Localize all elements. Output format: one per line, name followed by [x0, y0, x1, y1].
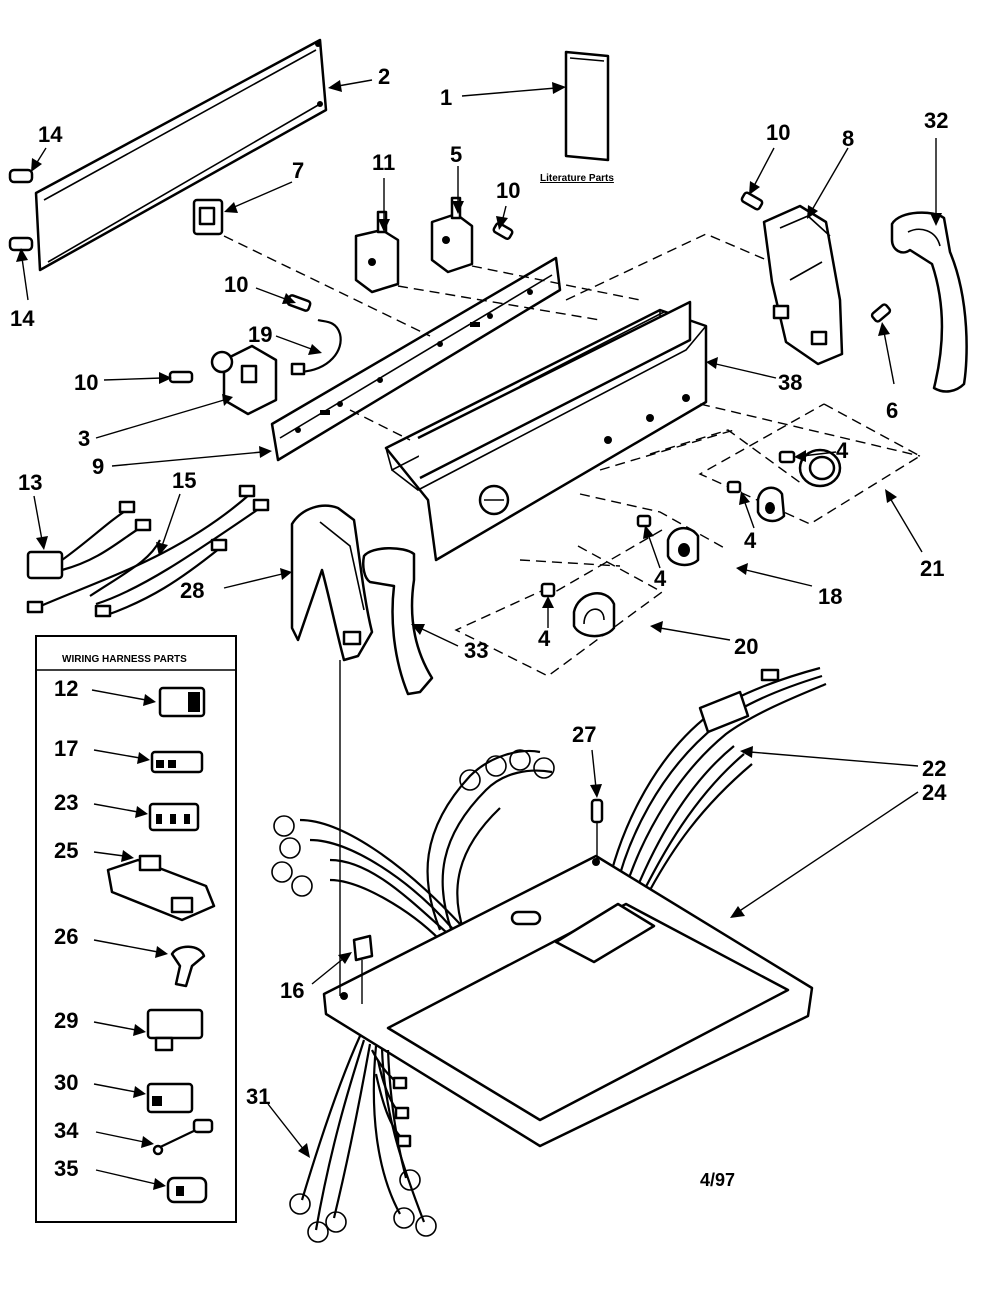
label-4-mid-right: 4 — [744, 528, 757, 553]
label-32: 32 — [924, 108, 948, 133]
label-10-top: 10 — [496, 178, 520, 203]
wiring-item-25: 25 — [54, 838, 78, 863]
label-16: 16 — [280, 978, 304, 1003]
label-15: 15 — [172, 468, 196, 493]
label-14-lower: 14 — [10, 306, 35, 331]
label-19: 19 — [248, 322, 272, 347]
wire-harness-13 — [26, 500, 152, 580]
console-end-bracket-8 — [762, 204, 844, 366]
label-5: 5 — [450, 142, 462, 167]
clip-16 — [352, 934, 374, 1004]
knob-21 — [798, 448, 842, 488]
knob-middle — [666, 527, 700, 567]
literature-parts — [564, 50, 610, 162]
wiring-item-26: 26 — [54, 924, 78, 949]
literature-caption: Literature Parts — [540, 173, 614, 184]
control-bracket-9 — [270, 256, 562, 462]
label-10-mid: 10 — [224, 272, 248, 297]
screw-27 — [590, 798, 604, 860]
label-27: 27 — [572, 722, 596, 747]
label-9: 9 — [92, 454, 104, 479]
door-switch-7 — [192, 198, 224, 236]
control-console-38 — [384, 300, 708, 562]
label-7: 7 — [292, 158, 304, 183]
top-panel-24 — [322, 854, 814, 1148]
knob-18 — [756, 486, 786, 523]
label-18: 18 — [818, 584, 842, 609]
label-33: 33 — [464, 638, 488, 663]
label-20: 20 — [734, 634, 758, 659]
label-4-bottom: 4 — [538, 626, 551, 651]
leader-arrows — [16, 79, 942, 1190]
label-28: 28 — [180, 578, 204, 603]
wire-harness-31 — [289, 1035, 437, 1243]
timer-3 — [210, 344, 278, 416]
switch-5 — [430, 196, 474, 274]
label-14-upper: 14 — [38, 122, 63, 147]
wiring-box-parts — [106, 686, 216, 1204]
label-38: 38 — [778, 370, 802, 395]
wire-bundle-top — [271, 749, 555, 942]
label-8: 8 — [842, 126, 854, 151]
label-1: 1 — [440, 85, 452, 110]
wire-harness-22 — [604, 666, 827, 901]
end-cap-28 — [290, 504, 374, 662]
wiring-item-12: 12 — [54, 676, 78, 701]
label-11: 11 — [372, 150, 395, 175]
wiring-item-17: 17 — [54, 736, 78, 761]
label-10-right: 10 — [766, 120, 790, 145]
label-31: 31 — [246, 1084, 270, 1109]
switch-11 — [354, 210, 400, 294]
label-13: 13 — [18, 470, 42, 495]
label-4-mid: 4 — [654, 566, 667, 591]
wiring-item-30: 30 — [54, 1070, 78, 1095]
console-back-panel — [34, 38, 328, 272]
clip-4-b — [726, 480, 742, 494]
screw-10-d — [740, 191, 764, 211]
label-22: 22 — [922, 756, 946, 781]
screw-6 — [870, 303, 892, 323]
callout-labels: 1 2 14 14 7 11 5 10 10 19 10 3 9 10 8 32… — [10, 64, 948, 1190]
end-cap-32 — [890, 211, 968, 393]
end-cap-33 — [362, 547, 434, 696]
label-21: 21 — [920, 556, 944, 581]
clip-4-a — [778, 450, 796, 464]
wiring-item-34: 34 — [54, 1118, 79, 1143]
date-code: 4/97 — [700, 1170, 735, 1190]
label-4-top-right: 4 — [836, 438, 849, 463]
screw-10-c — [168, 370, 194, 384]
wire-19 — [290, 318, 342, 376]
label-3: 3 — [78, 426, 90, 451]
wiring-item-29: 29 — [54, 1008, 78, 1033]
dashed-leaders — [223, 233, 922, 677]
wiring-box-title: WIRING HARNESS PARTS — [62, 654, 187, 665]
clip-4-c — [636, 514, 652, 528]
label-6: 6 — [886, 398, 898, 423]
label-10-left: 10 — [74, 370, 98, 395]
wiring-harness-parts-box — [35, 635, 237, 1223]
wiring-item-35: 35 — [54, 1156, 78, 1181]
knob-20 — [572, 592, 616, 638]
wiring-item-23: 23 — [54, 790, 78, 815]
label-2: 2 — [378, 64, 390, 89]
screw-14-upper — [8, 168, 34, 184]
wire-harness-15 — [26, 484, 270, 618]
screw-10-a — [492, 222, 514, 240]
clip-4-d — [540, 582, 556, 598]
label-24: 24 — [922, 780, 947, 805]
